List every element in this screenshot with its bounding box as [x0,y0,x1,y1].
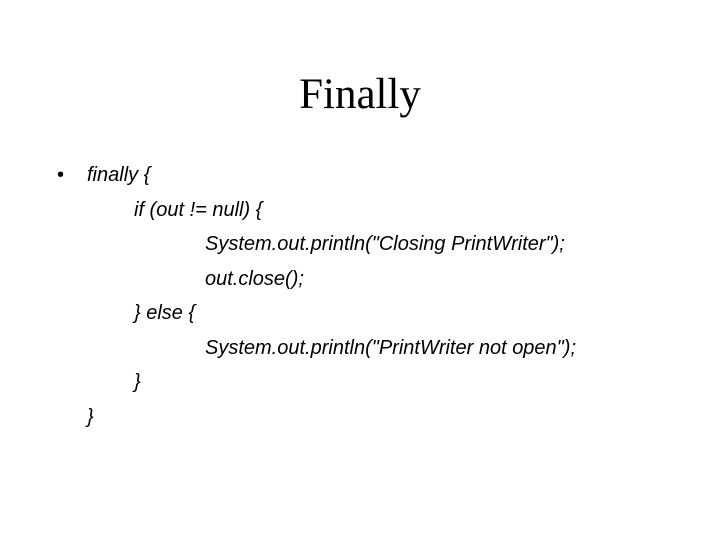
code-line-println-closing: System.out.println("Closing PrintWriter"… [205,233,565,255]
bullet-marker: • [57,164,65,186]
code-line-else: } else { [134,302,196,324]
code-line-finally-open: finally { [87,164,151,186]
code-line-finally-close: } [87,406,94,428]
code-line-out-close: out.close(); [205,268,304,290]
code-line-println-not-open: System.out.println("PrintWriter not open… [205,337,576,359]
slide-title: Finally [299,71,421,118]
code-line-if-open: if (out != null) { [134,199,263,221]
code-line-if-close: } [134,371,141,393]
